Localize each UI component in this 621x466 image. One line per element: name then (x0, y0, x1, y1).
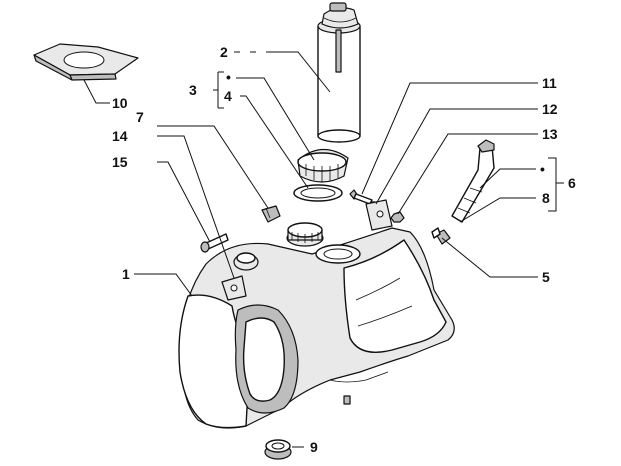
grommet-part (264, 439, 292, 460)
vent-pipe-part (451, 139, 495, 223)
callout-1: 1 (122, 266, 130, 282)
callout-2: 2 (220, 44, 228, 60)
callout-11: 11 (542, 75, 557, 91)
callout-10: 10 (112, 95, 128, 111)
callout-14: 14 (112, 128, 128, 144)
leader-lines (83, 51, 564, 448)
callout-6-bullet: • (540, 161, 545, 177)
mounting-screw-part (200, 233, 229, 253)
callout-3-bullet: • (226, 69, 231, 85)
callout-labels: 2 3 • 4 10 7 14 15 1 11 12 13 • 6 8 5 9 (112, 44, 576, 455)
callout-5: 5 (542, 269, 550, 285)
callout-3: 3 (189, 82, 197, 98)
callout-8: 8 (542, 190, 550, 206)
fuel-sender-part (317, 2, 361, 143)
bracket-part (365, 199, 393, 231)
vent-valve-part (431, 227, 451, 245)
nut-part (390, 211, 405, 223)
cap-seal-ring-part (293, 184, 343, 202)
gasket-pad-part (33, 43, 139, 81)
fuel-tank-body-part (178, 222, 455, 429)
filler-cap-part (297, 148, 349, 183)
callout-6: 6 (568, 175, 576, 191)
clip-part (261, 205, 281, 223)
callout-4: 4 (224, 88, 232, 104)
callout-12: 12 (542, 101, 558, 117)
callout-9: 9 (310, 439, 318, 455)
callout-15: 15 (112, 154, 128, 170)
callout-7: 7 (136, 109, 144, 125)
screw-part (349, 189, 373, 205)
callout-13: 13 (542, 126, 558, 142)
